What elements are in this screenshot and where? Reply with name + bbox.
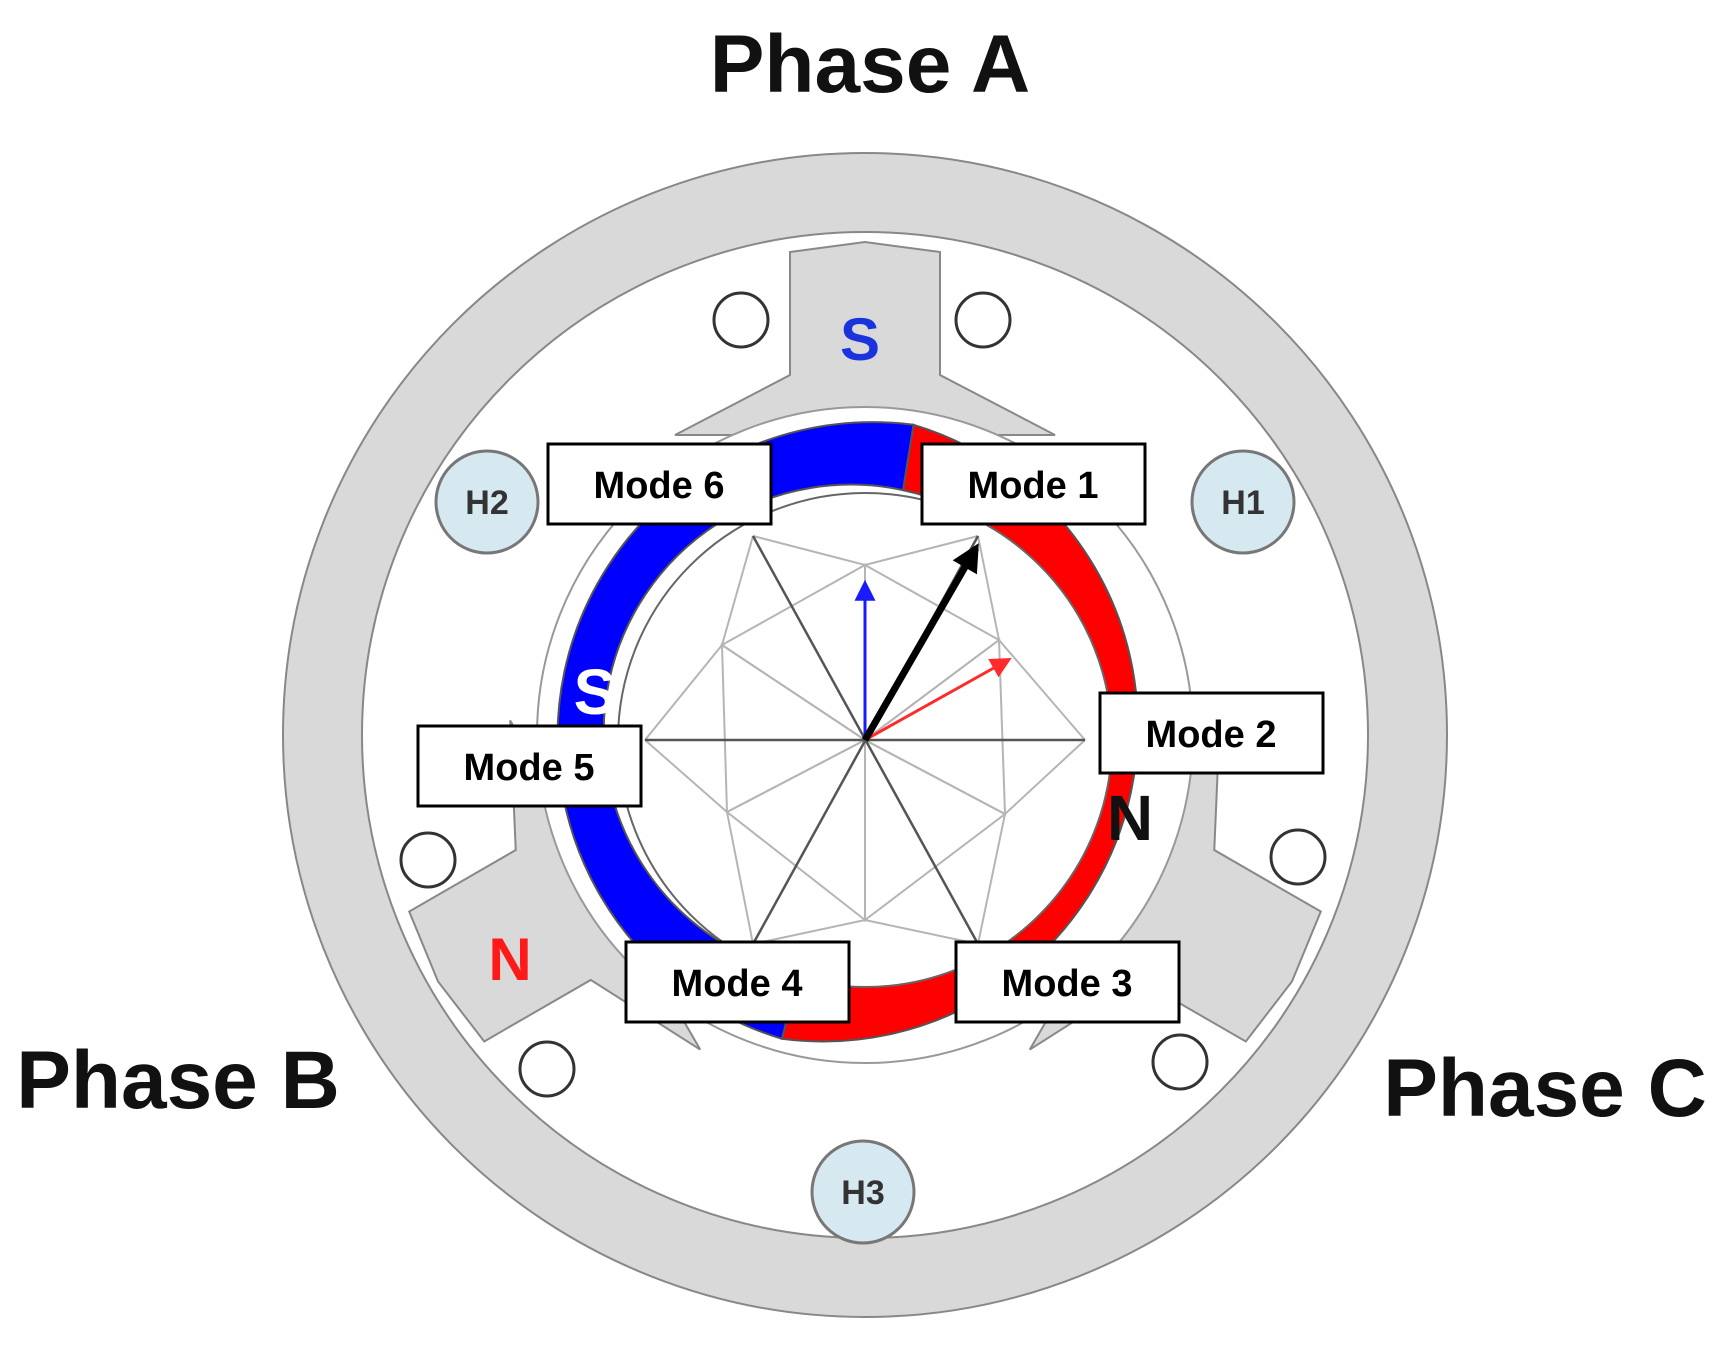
phase-b-label: Phase B: [16, 1035, 340, 1126]
hall-sensor-h3: H3: [810, 1139, 916, 1245]
rotor-south-letter: S: [574, 656, 617, 728]
rotor-south-pole: [556, 421, 915, 1041]
winding-holes: [399, 291, 1327, 1098]
stator-pole-b-letter: N: [488, 926, 531, 993]
hall-sensor-h2-label: H2: [465, 484, 508, 522]
winding-hole: [712, 291, 770, 349]
mode-2-label: Mode 2: [1098, 691, 1325, 775]
mode-1-text: Mode 1: [968, 465, 1099, 507]
mode-4-label: Mode 4: [624, 940, 851, 1024]
hall-sensor-h3-label: H3: [841, 1174, 884, 1212]
rotor-north-letter: N: [1107, 782, 1153, 854]
stator-pole-a-letter: S: [840, 306, 880, 373]
mode-5-text: Mode 5: [464, 747, 595, 789]
mode-6-text: Mode 6: [594, 465, 725, 507]
hall-sensor-h1-label: H1: [1221, 484, 1264, 522]
mode-3-text: Mode 3: [1002, 963, 1133, 1005]
mode-2-text: Mode 2: [1146, 714, 1277, 756]
phase-a-label: Phase A: [710, 19, 1031, 110]
winding-hole: [399, 831, 457, 889]
winding-hole: [518, 1040, 576, 1098]
mode-6-label: Mode 6: [546, 442, 773, 526]
winding-hole: [1151, 1033, 1209, 1091]
winding-hole: [954, 291, 1012, 349]
mode-4-text: Mode 4: [672, 963, 803, 1005]
phase-c-label: Phase C: [1383, 1043, 1707, 1134]
mode-3-label: Mode 3: [954, 940, 1181, 1024]
winding-hole: [1269, 828, 1327, 886]
stator-tooth-a: [674, 240, 1056, 436]
hall-sensor-h1: H1: [1190, 449, 1296, 555]
hall-sensor-h2: H2: [434, 449, 540, 555]
red-vector-arrow: [864, 657, 1012, 742]
resultant-vector-arrow: [861, 543, 980, 742]
mode-1-label: Mode 1: [920, 442, 1147, 526]
mode-5-label: Mode 5: [416, 724, 643, 808]
